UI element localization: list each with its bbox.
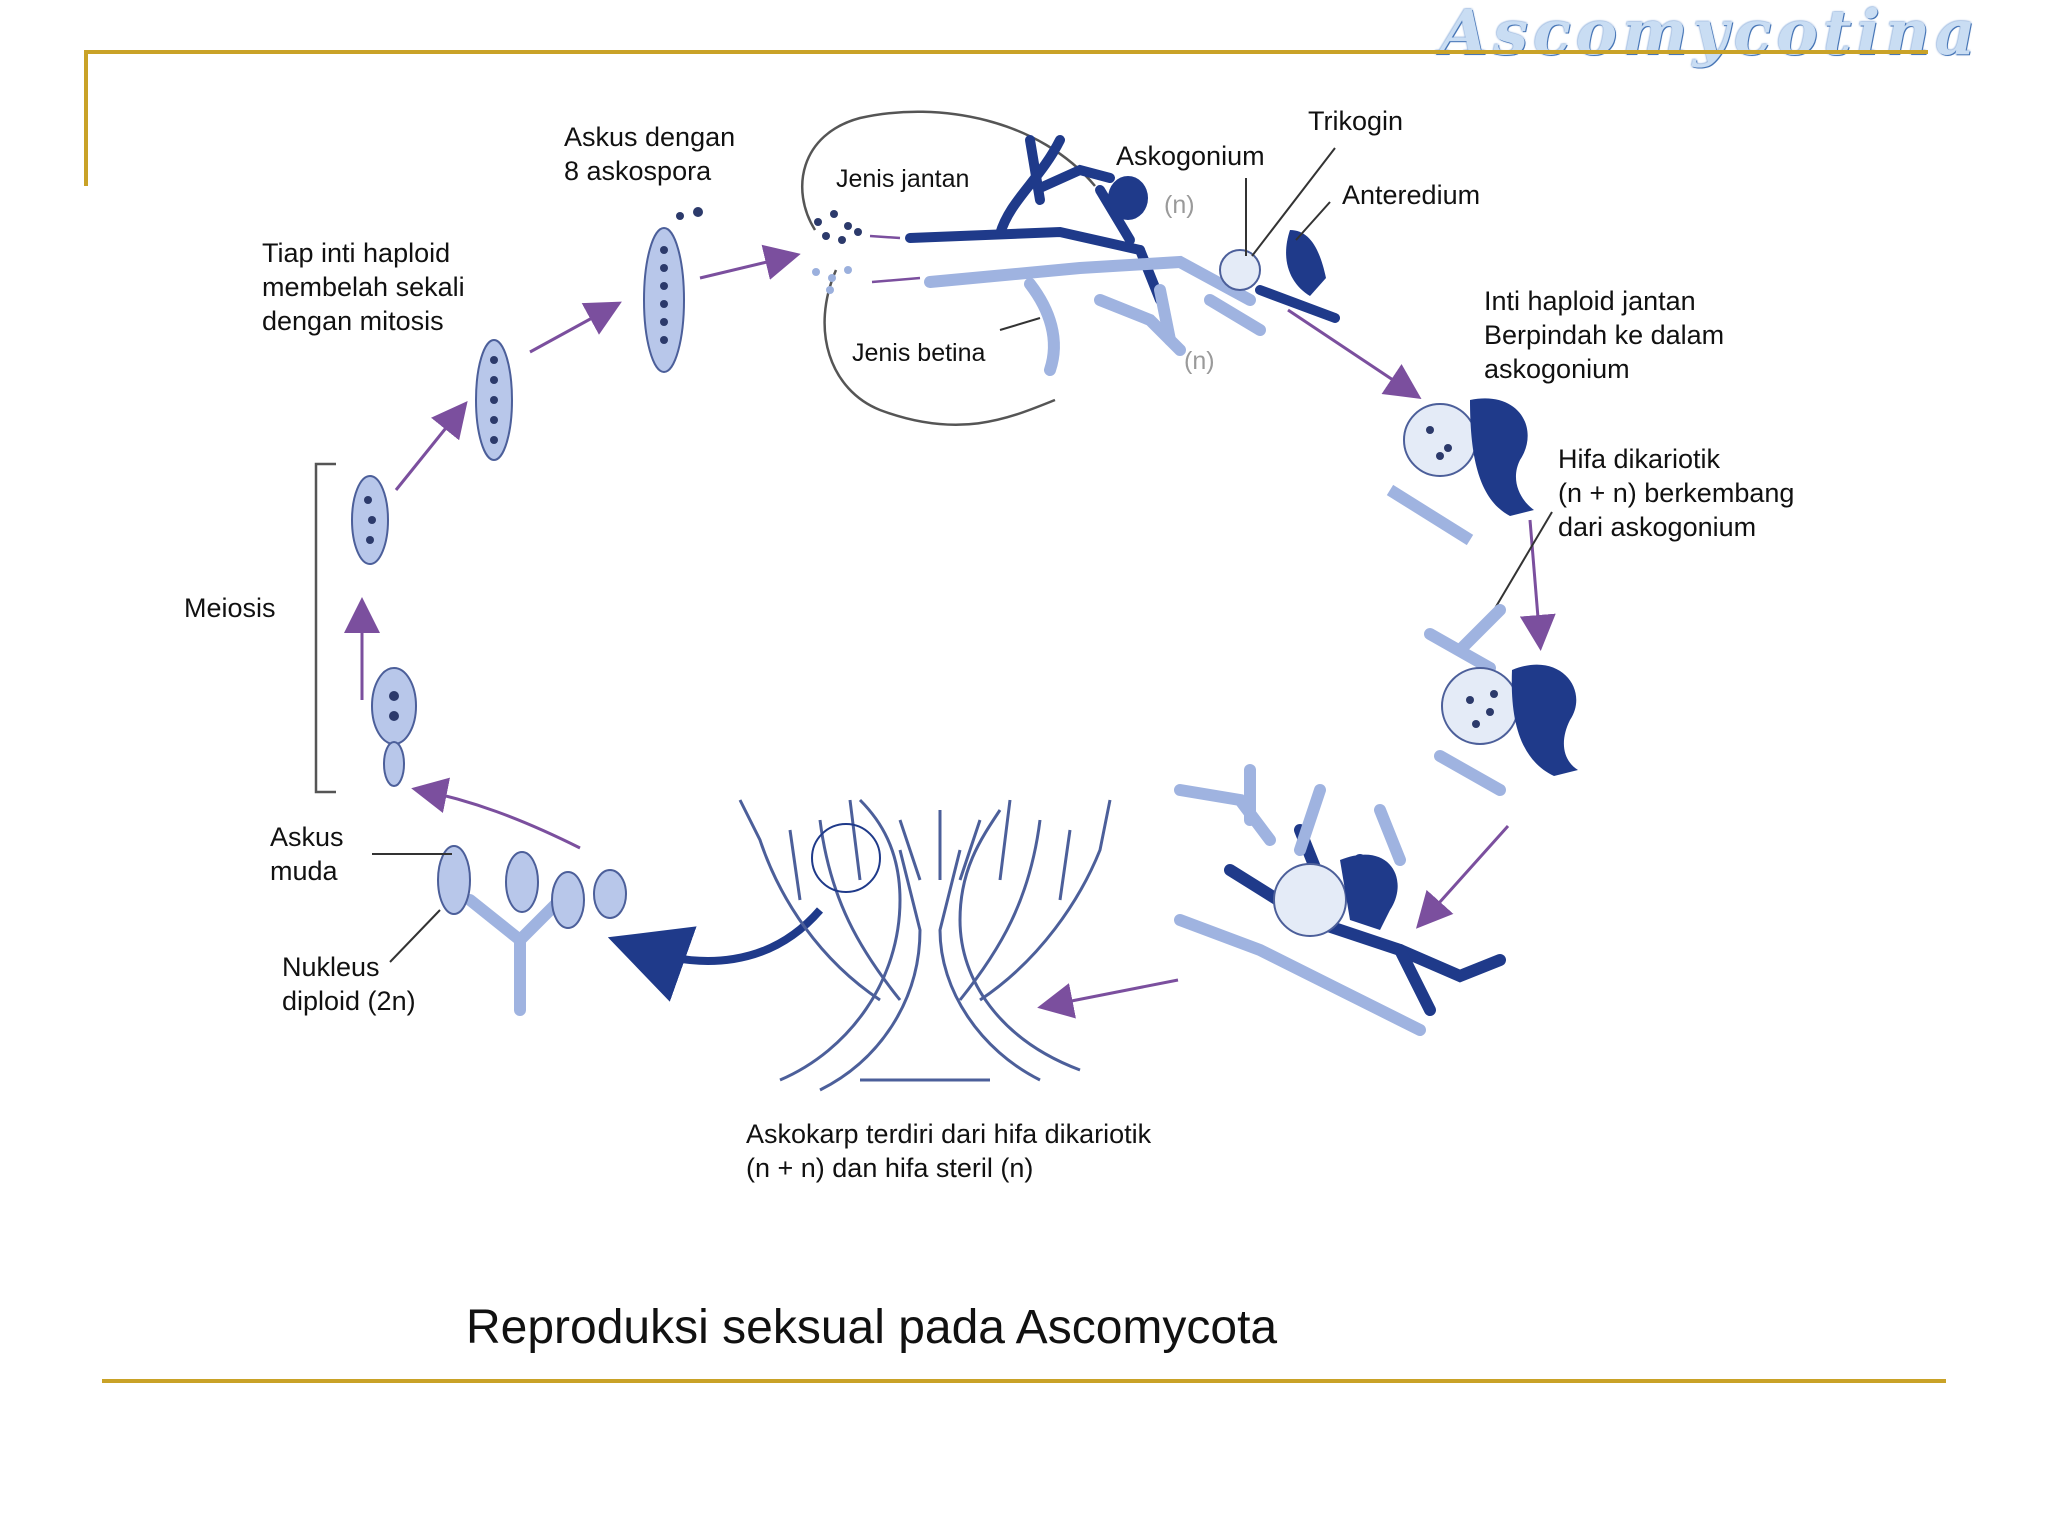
nuclei — [364, 207, 703, 721]
label-jenis-betina: Jenis betina — [852, 339, 986, 367]
label-jenis-jantan: Jenis jantan — [836, 165, 970, 193]
top-rule — [84, 50, 1928, 54]
label-askogonium: Askogonium — [1116, 141, 1265, 171]
male-hyphae — [905, 135, 1340, 323]
label-n-bottom: (n) — [1184, 347, 1215, 375]
mating-circle — [801, 110, 1096, 427]
label-n-top: (n) — [1164, 191, 1195, 219]
female-hyphae — [924, 255, 1266, 376]
label-askokarp: Askokarp terdiri dari hifa dikariotik(n … — [746, 1119, 1152, 1183]
ascocarp — [738, 798, 1112, 1092]
label-meiosis: Meiosis — [184, 593, 276, 623]
left-rule — [84, 50, 88, 186]
stage-dikaryotic — [1424, 604, 1578, 796]
meiosis-bracket — [314, 462, 336, 794]
ascocarp-zoom-circle — [811, 823, 881, 893]
label-anteredium: Anteredium — [1342, 180, 1481, 210]
label-trikogin: Trikogin — [1308, 106, 1404, 136]
slide-caption: Reproduksi seksual pada Ascomycota — [466, 1301, 1278, 1354]
brand-watermark: Ascomycotina — [1440, 0, 1981, 69]
stage-ascogenous — [1174, 764, 1506, 1036]
bottom-rule — [102, 1379, 1946, 1383]
stage-fusion — [1386, 398, 1534, 546]
askokarp-arrow — [607, 907, 824, 1002]
cycle-arrows — [344, 244, 1556, 1019]
young-asci — [437, 845, 627, 1016]
askogonium-cell — [1219, 249, 1261, 291]
spores — [812, 210, 862, 294]
